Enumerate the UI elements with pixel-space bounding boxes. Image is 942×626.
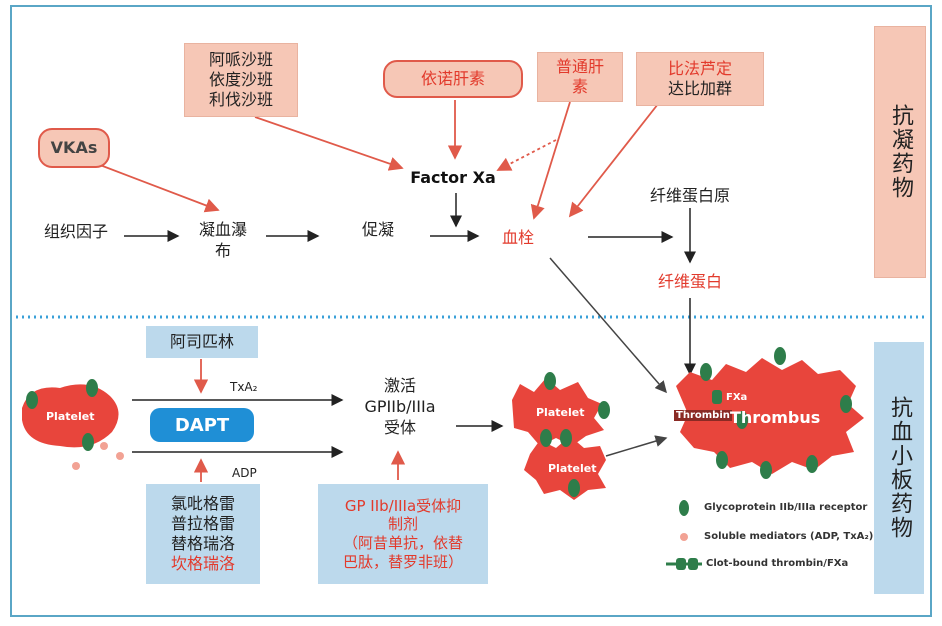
- receptor-icon: [806, 455, 818, 473]
- platelet-label-activated-2: Platelet: [548, 462, 597, 475]
- receptor-icon: [700, 363, 712, 381]
- glycoprotein-receptor-icon: [679, 500, 689, 516]
- enoxaparin-box: 依诺肝素: [383, 60, 523, 98]
- receptor-icon: [774, 347, 786, 365]
- antiplatelet-side-label: 抗血小板药物: [874, 342, 924, 594]
- p2y12-inhibitors-box: 氯吡格雷 普拉格雷 替格瑞洛 坎格瑞洛: [146, 484, 260, 584]
- dabigatran-label: 达比加群: [667, 79, 732, 98]
- coag-cascade-label: 凝血瀑 布: [198, 220, 247, 260]
- arrow-clot-to-thrombus: [549, 257, 667, 394]
- receptor-icon: [26, 391, 38, 409]
- dti-box: 比法芦定 达比加群: [636, 52, 764, 106]
- arrow-vkas: [99, 164, 220, 213]
- aspirin-box: 阿司匹林: [146, 326, 258, 358]
- legend-soluble-mediators: Soluble mediators (ADP, TxA₂): [704, 531, 874, 542]
- thrombus-label: Thrombus: [730, 408, 821, 427]
- arrow-dti: [568, 103, 659, 218]
- bivalirudin-label: 比法芦定: [667, 59, 732, 78]
- mediator-icon: [116, 452, 124, 460]
- clot-bound-thrombin-icon: [666, 558, 702, 570]
- thrombus-graphic: [676, 347, 864, 479]
- platelet-activated-graphic: [512, 372, 610, 500]
- txa2-label: TxA₂: [230, 380, 258, 394]
- activate-gp-label: 激活 GPIIb/IIIa 受体: [364, 376, 436, 437]
- anticoagulant-side-label: 抗凝药物: [874, 26, 926, 278]
- receptor-icon: [544, 372, 556, 390]
- procoagulant-label: 促凝: [361, 220, 394, 239]
- vkas-box: VKAs: [38, 128, 110, 168]
- thrombin-label: Thrombin: [674, 410, 732, 421]
- arrow-platelets-to-thrombus: [605, 435, 668, 457]
- receptor-icon: [760, 461, 772, 479]
- receptor-icon: [598, 401, 610, 419]
- receptor-icon: [86, 379, 98, 397]
- arrow-xa-inhibitors: [254, 116, 404, 171]
- factor-xa-label: Factor Xa: [410, 168, 496, 187]
- clot-bound-thrombin-icon: [712, 390, 722, 404]
- xa-inhibitors-box: 阿哌沙班 依度沙班 利伐沙班: [184, 43, 298, 117]
- arrow-heparin: [530, 101, 571, 220]
- clot-label: 血栓: [501, 228, 534, 247]
- adp-label: ADP: [232, 466, 257, 480]
- dapt-badge: DAPT: [150, 408, 254, 442]
- receptor-icon: [568, 479, 580, 497]
- soluble-mediator-icon: [680, 533, 688, 541]
- receptor-icon: [736, 411, 748, 429]
- platelet-label-activated-1: Platelet: [536, 406, 585, 419]
- receptor-icon: [540, 429, 552, 447]
- legend-glycoprotein: Glycoprotein IIb/IIIa receptor: [704, 502, 868, 513]
- receptor-icon: [840, 395, 852, 413]
- platelet-label-resting: Platelet: [46, 410, 95, 423]
- receptor-icon: [716, 451, 728, 469]
- fibrinogen-label: 纤维蛋白原: [649, 186, 730, 205]
- gp-inhibitors-box: GP IIb/IIIa受体抑 制剂 （阿昔单抗，依替 巴肽，替罗非班）: [318, 484, 488, 584]
- mediator-icon: [72, 462, 80, 470]
- platelet-resting-graphic: [22, 379, 124, 470]
- arrow-heparin-dashed: [496, 139, 557, 171]
- mediator-icon: [100, 442, 108, 450]
- p2y12-oral-label: 氯吡格雷 普拉格雷 替格瑞洛: [170, 494, 235, 553]
- heparin-box: 普通肝 素: [537, 52, 623, 102]
- legend-clot-bound-thrombin: Clot-bound thrombin/FXa: [706, 558, 849, 569]
- diagram-frame: [10, 5, 932, 617]
- tissue-factor-label: 组织因子: [43, 222, 108, 241]
- receptor-icon: [560, 429, 572, 447]
- fxa-label: FXa: [726, 392, 748, 403]
- fibrin-label: 纤维蛋白: [657, 272, 722, 291]
- receptor-icon: [82, 433, 94, 451]
- cangrelor-label: 坎格瑞洛: [170, 554, 235, 573]
